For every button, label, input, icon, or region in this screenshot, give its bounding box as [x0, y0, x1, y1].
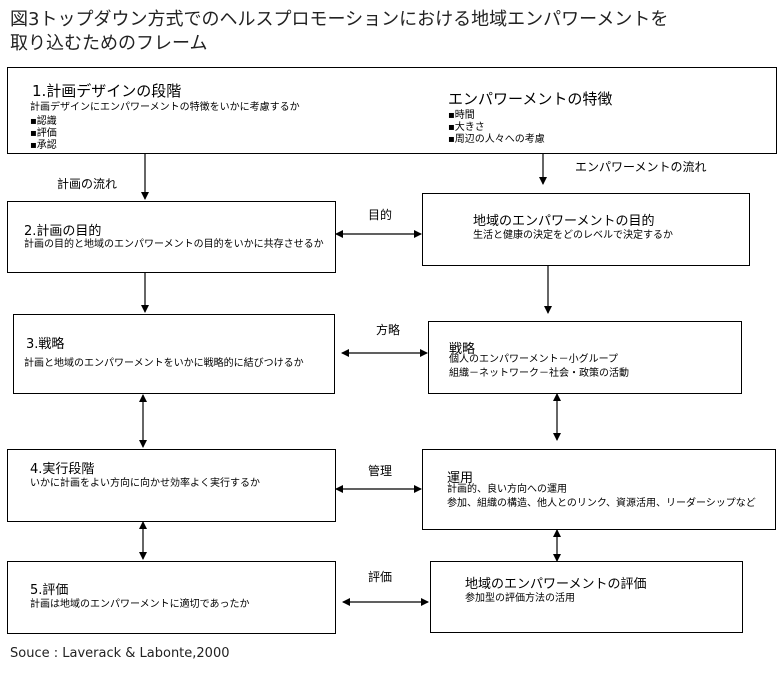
operation-line: 計画的、良い方向への運用 — [447, 484, 567, 495]
implementation-text: いかに計画をよい方向に向かせ効率よく実行するか — [30, 478, 260, 489]
planning-flow-label: 計画の流れ — [57, 177, 118, 191]
figure-title-line1: 図3トップダウン方式でのヘルスプロモーションにおける地域エンパワーメントを — [10, 9, 669, 30]
planning-design-question: 計画デザインにエンパワーメントの特徴をいかに考慮するか — [30, 102, 300, 113]
community-purpose-line: 生活と健康の決定をどのレベルで決定するか — [473, 230, 673, 241]
operation-box: 運用 計画的、良い方向への運用 参加、組織の構造、他人とのリンク、資源活用、リー… — [422, 449, 776, 530]
implementation-box: 4.実行段階 いかに計画をよい方向に向かせ効率よく実行するか — [7, 449, 336, 522]
empowerment-feature-item: ▪時間 — [448, 110, 475, 121]
connector-label-evaluation: 評価 — [368, 570, 393, 584]
connector-label-management: 管理 — [368, 464, 393, 478]
community-evaluation-heading: 地域のエンパワーメントの評価 — [465, 577, 647, 592]
planning-design-item: ▪認識 — [30, 116, 57, 127]
community-strategy-heading: 戦略 — [449, 342, 476, 357]
evaluation-text: 計画は地域のエンパワーメントに適切であったか — [30, 599, 250, 610]
empowerment-feature-item: ▪大きさ — [448, 122, 485, 133]
community-strategy-line: 組織－ネットワーク－社会・政策の活動 — [449, 368, 629, 379]
community-strategy-box: 戦略 個人のエンパワーメント－小グループ 組織－ネットワーク－社会・政策の活動 — [428, 321, 742, 394]
figure-title-line2: 取り込むためのフレーム — [10, 33, 208, 54]
figure-title: 図3トップダウン方式でのヘルスプロモーションにおける地域エンパワーメントを 取り… — [10, 8, 690, 56]
community-evaluation-line: 参加型の評価方法の活用 — [465, 593, 575, 604]
planning-purpose-text: 計画の目的と地域のエンパワーメントの目的をいかに共存させるか — [24, 239, 324, 250]
community-purpose-heading: 地域のエンパワーメントの目的 — [473, 214, 655, 229]
empowerment-features-heading: エンパワーメントの特徴 — [448, 90, 613, 108]
planning-design-item: ▪承認 — [30, 140, 57, 151]
evaluation-box: 5.評価 計画は地域のエンパワーメントに適切であったか — [7, 561, 336, 634]
evaluation-heading: 5.評価 — [30, 583, 69, 598]
planning-design-heading: 1.計画デザインの段階 — [32, 82, 182, 100]
connector-label-purpose: 目的 — [368, 208, 393, 222]
planning-purpose-box: 2.計画の目的 計画の目的と地域のエンパワーメントの目的をいかに共存させるか — [7, 201, 336, 273]
planning-strategy-heading: 3.戦略 — [26, 337, 65, 352]
source-citation: Souce : Laverack & Labonte,2000 — [10, 646, 230, 661]
community-purpose-box: 地域のエンパワーメントの目的 生活と健康の決定をどのレベルで決定するか — [422, 193, 750, 266]
operation-line: 参加、組織の構造、他人とのリンク、資源活用、リーダーシップなど — [447, 498, 756, 509]
planning-design-box: 1.計画デザインの段階 計画デザインにエンパワーメントの特徴をいかに考慮するか … — [7, 67, 777, 154]
community-evaluation-box: 地域のエンパワーメントの評価 参加型の評価方法の活用 — [430, 561, 743, 633]
connector-label-strategy: 方略 — [376, 323, 401, 337]
planning-purpose-heading: 2.計画の目的 — [24, 224, 102, 239]
operation-heading: 運用 — [447, 471, 474, 486]
implementation-heading: 4.実行段階 — [30, 462, 95, 477]
planning-strategy-box: 3.戦略 計画と地域のエンパワーメントをいかに戦略的に結びつけるか — [13, 314, 335, 394]
planning-design-item: ▪評価 — [30, 128, 57, 139]
planning-strategy-text: 計画と地域のエンパワーメントをいかに戦略的に結びつけるか — [24, 358, 304, 369]
empowerment-feature-item: ▪周辺の人々への考慮 — [448, 134, 545, 145]
empowerment-flow-label: エンパワーメントの流れ — [575, 160, 707, 174]
community-strategy-line: 個人のエンパワーメント－小グループ — [449, 354, 618, 365]
